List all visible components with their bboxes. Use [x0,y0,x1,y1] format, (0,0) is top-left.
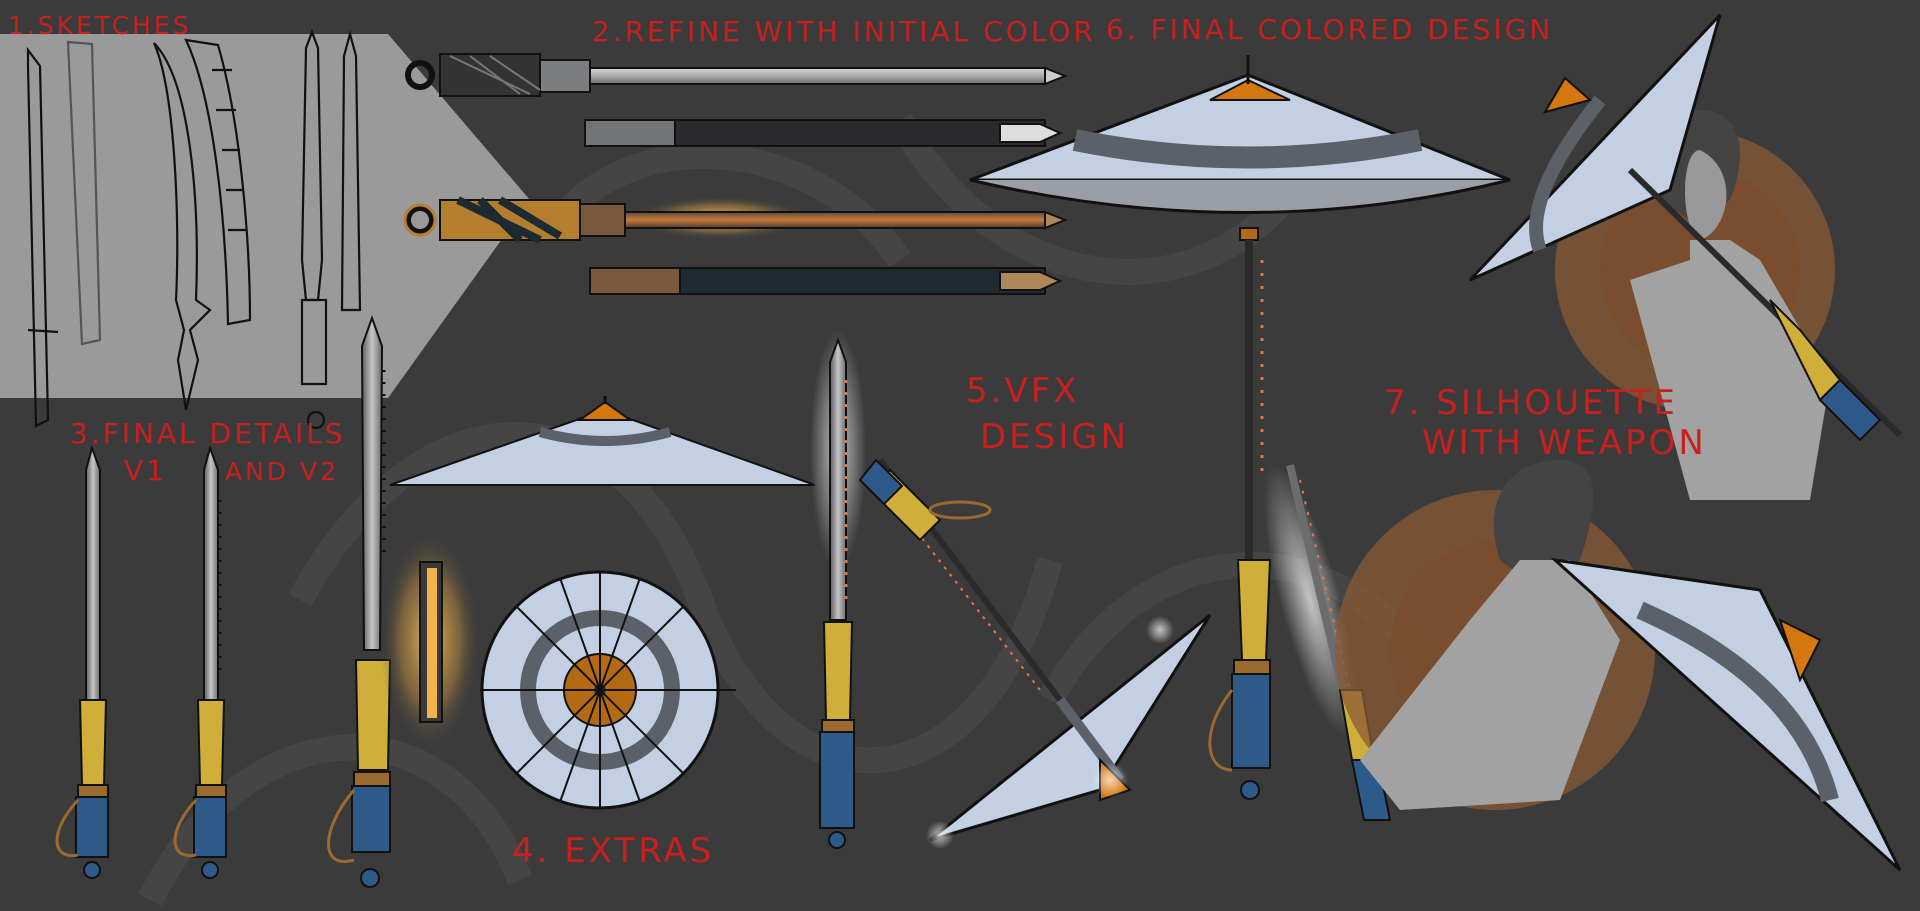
silhouette-top [1468,13,1903,500]
label-silhouette: 7. SILHOUETTE [1384,383,1678,423]
label-silhouette-weapon: WITH WEAPON [1422,423,1707,463]
label-extras: 4. EXTRAS [512,831,715,871]
vfx-sword-vertical [810,330,866,849]
label-final-colored: 6. FINAL COLORED DESIGN [1106,13,1554,46]
final-sword-v3 [327,315,392,888]
final-sword-v2 [173,444,227,879]
silhouette-bottom [1335,460,1902,872]
label-final-details-v1: V1 [124,454,167,487]
label-vfx-design: DESIGN [980,417,1130,457]
refine-sheath-1 [584,119,1063,147]
extras-glowing-bar [380,530,480,750]
final-sword-v1 [55,444,109,879]
final-umbrella-main [969,55,1511,800]
silhouette-top-umbrella [1468,13,1903,442]
refine-sword-1 [405,53,1068,97]
vfx-umbrella-flying [858,458,1212,849]
label-refine: 2.REFINE WITH INITIAL COLOR [592,15,1096,48]
refine-sheath-2 [589,267,1063,295]
label-final-details-v2: AND V2 [225,457,340,486]
label-sketches: 1.SKETCHES [8,11,192,40]
label-final-details: 3.FINAL DETAILS [70,417,346,450]
extras-umbrella-top [480,570,736,810]
extras-umbrella-side [389,396,816,486]
refine-sword-2 [403,196,1068,244]
label-vfx: 5.VFX [966,371,1080,411]
sketches-panel [0,28,530,430]
